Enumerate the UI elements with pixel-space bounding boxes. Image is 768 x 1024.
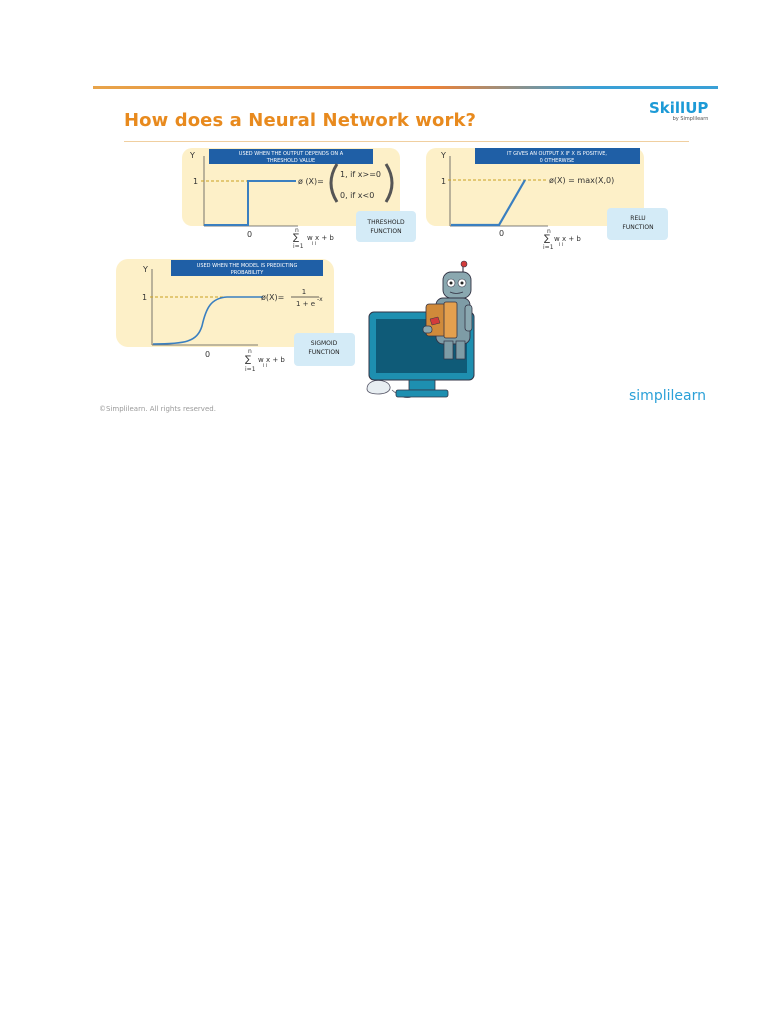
activation-functions-diagram: USED WHEN THE OUTPUT DEPENDS ON A THRESH…	[116, 148, 668, 398]
robot-monitor-illustration	[366, 260, 475, 398]
threshold-panel: USED WHEN THE OUTPUT DEPENDS ON A THRESH…	[182, 148, 416, 250]
sigmoid-banner	[171, 260, 323, 276]
threshold-sum-sub: i i	[312, 241, 316, 247]
threshold-tick-zero: 0	[247, 230, 252, 239]
threshold-banner-line2: THRESHOLD VALUE	[266, 158, 315, 164]
sigmoid-numerator: 1	[302, 288, 306, 296]
threshold-bracket-right	[384, 163, 394, 203]
relu-sum-symbol: ∑	[544, 234, 550, 244]
threshold-axis-y-label: Y	[189, 151, 195, 160]
threshold-tick-one: 1	[193, 177, 198, 186]
sigmoid-exponent: -x	[317, 296, 323, 303]
relu-sum-top: n	[547, 228, 551, 235]
simplilearn-logo: simplilearn	[629, 388, 706, 404]
top-accent-bar	[93, 86, 718, 89]
slide-title: How does a Neural Network work?	[124, 110, 477, 131]
sigmoid-banner-line2: PROBABILITY	[231, 270, 264, 276]
relu-curve	[451, 179, 526, 227]
skillup-logo-subtext: by Simplilearn	[672, 116, 709, 122]
relu-banner-line2: 0 OTHERWISE	[540, 158, 575, 164]
threshold-sum-bottom: i=1	[293, 243, 304, 250]
sigmoid-sum-top: n	[248, 348, 252, 355]
sigmoid-denominator: 1 + e	[296, 300, 315, 308]
slide: How does a Neural Network work? SkillUP …	[93, 86, 718, 416]
sigmoid-sum-symbol: ∑	[245, 355, 251, 365]
relu-tick-one: 1	[441, 177, 446, 186]
relu-axis-y-label: Y	[440, 151, 446, 160]
threshold-sum-term: w x + b	[307, 234, 334, 242]
sigmoid-tick-zero: 0	[205, 350, 210, 359]
sigmoid-label-box	[294, 333, 355, 366]
sigmoid-label-line2: FUNCTION	[308, 349, 339, 356]
relu-tick-zero: 0	[499, 229, 504, 238]
title-divider	[124, 141, 689, 142]
threshold-sum-symbol: ∑	[293, 233, 299, 243]
copyright-text: ©Simplilearn. All rights reserved.	[99, 405, 216, 413]
sigmoid-label-line1: SIGMOID	[311, 340, 338, 347]
sigmoid-curve	[152, 296, 263, 345]
threshold-banner	[209, 149, 373, 164]
sigmoid-axis-y-label: Y	[142, 265, 148, 274]
threshold-bracket-left	[329, 163, 339, 203]
relu-sum-term: w x + b	[554, 235, 581, 243]
sigmoid-sum-bottom: i=1	[245, 366, 256, 373]
threshold-label-box	[356, 211, 416, 242]
threshold-case-1: 1, if x>=0	[340, 170, 381, 179]
relu-formula: ø(X) = max(X,0)	[549, 176, 614, 185]
relu-panel-bg	[426, 148, 644, 226]
sigmoid-banner-line1: USED WHEN THE MODEL IS PREDICTING	[197, 263, 298, 269]
threshold-sum-top: n	[295, 227, 299, 234]
sigmoid-phi-label: ø(X)=	[261, 293, 284, 302]
relu-label-line2: FUNCTION	[622, 224, 653, 231]
sigmoid-sum-term: w x + b	[258, 356, 285, 364]
threshold-label-line2: FUNCTION	[370, 228, 401, 235]
threshold-banner-line1: USED WHEN THE OUTPUT DEPENDS ON A	[239, 151, 344, 157]
sigmoid-tick-one: 1	[142, 293, 147, 302]
threshold-phi-label: ø (X)=	[298, 177, 324, 186]
relu-panel: IT GIVES AN OUTPUT X IF X IS POSITIVE, 0…	[426, 148, 668, 251]
relu-sum-sub: i i	[559, 242, 563, 248]
skillup-logo-text: SkillUP	[649, 99, 709, 117]
relu-label-line1: RELU	[630, 215, 645, 222]
threshold-label-line1: THRESHOLD	[366, 219, 405, 226]
relu-sum-bottom: i=1	[543, 244, 554, 251]
robot-icon	[422, 260, 473, 360]
relu-banner	[475, 148, 640, 164]
threshold-case-2: 0, if x<0	[340, 191, 374, 200]
threshold-step-curve	[204, 180, 296, 226]
relu-banner-line1: IT GIVES AN OUTPUT X IF X IS POSITIVE,	[507, 151, 607, 157]
skillup-logo: SkillUP by Simplilearn	[649, 100, 708, 123]
sigmoid-sum-sub: i i	[263, 363, 267, 369]
sigmoid-panel-bg	[116, 259, 334, 347]
threshold-panel-bg	[182, 148, 400, 226]
sigmoid-panel: USED WHEN THE MODEL IS PREDICTING PROBAB…	[116, 259, 355, 373]
relu-label-box	[607, 208, 668, 240]
